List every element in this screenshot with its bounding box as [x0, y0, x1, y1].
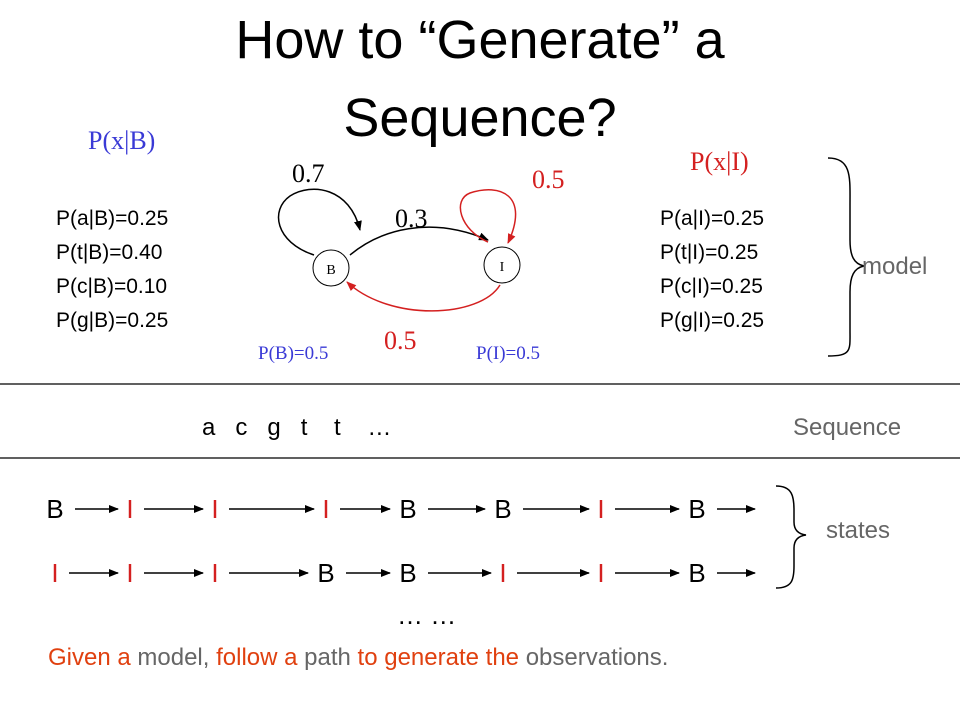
- transition-i-to-i: [459, 189, 517, 244]
- emission-i-g: P(g|I)=0.25: [660, 309, 765, 332]
- state-row2-4: B: [399, 558, 416, 588]
- state-row2-1: I: [126, 558, 133, 588]
- emission-i-a: P(a|I)=0.25: [660, 207, 765, 230]
- page-title-line-2: Sequence?: [343, 88, 617, 148]
- caption-part-2: model,: [137, 644, 210, 671]
- caption: Given a model, follow a path to generate…: [48, 644, 668, 672]
- state-row1-6: I: [597, 494, 604, 524]
- state-row1-3: I: [322, 494, 329, 524]
- emission-i-t: P(t|I)=0.25: [660, 241, 759, 264]
- caption-part-1: Given a: [48, 644, 131, 671]
- state-row2-6: I: [597, 558, 604, 588]
- state-node-b: [312, 249, 350, 287]
- state-row1-5: B: [494, 494, 511, 524]
- state-row1-2: I: [211, 494, 218, 524]
- emission-list-b: P(a|B)=0.25 P(t|B)=0.40 P(c|B)=0.10 P(g|…: [56, 202, 168, 338]
- state-row1-1: I: [126, 494, 133, 524]
- state-node-i: [483, 246, 521, 284]
- caption-part-3: follow a: [216, 644, 298, 671]
- state-row1-0: B: [46, 494, 63, 524]
- transition-label-b-i: 0.3: [395, 204, 428, 233]
- transition-label-i-i: 0.5: [532, 165, 565, 194]
- state-row2-5: I: [499, 558, 506, 588]
- emission-header-b: P(x|B): [88, 126, 156, 155]
- state-row2-2: I: [211, 558, 218, 588]
- initial-prob-i: P(I)=0.5: [476, 343, 540, 364]
- state-node-i-label: I: [500, 260, 505, 275]
- caption-part-5: to generate the: [357, 644, 520, 671]
- transition-b-to-i: [349, 226, 489, 256]
- state-row1-4: B: [399, 494, 416, 524]
- emission-b-t: P(t|B)=0.40: [56, 241, 163, 264]
- model-brace: [827, 157, 865, 357]
- page-title-line-1: How to “Generate” a: [235, 10, 725, 70]
- emission-list-i: P(a|I)=0.25 P(t|I)=0.25 P(c|I)=0.25 P(g|…: [660, 202, 764, 338]
- transition-b-to-b: [277, 188, 362, 256]
- observation-sequence: a c g t t …: [202, 414, 391, 441]
- emission-b-a: P(a|B)=0.25: [56, 207, 169, 230]
- states-brace: [775, 485, 807, 589]
- initial-prob-b: P(B)=0.5: [258, 343, 328, 364]
- caption-part-6: observations.: [525, 644, 669, 671]
- caption-part-4: path: [304, 644, 351, 671]
- state-row2-0: I: [51, 558, 58, 588]
- state-row2-7: B: [688, 558, 705, 588]
- emission-header-i: P(x|I): [690, 147, 749, 176]
- model-label: model: [862, 253, 927, 280]
- transition-i-to-b: [346, 281, 501, 312]
- sequence-label: Sequence: [793, 414, 901, 441]
- emission-b-c: P(c|B)=0.10: [56, 275, 168, 298]
- emission-b-g: P(g|B)=0.25: [56, 309, 169, 332]
- state-paths: B I I I B B I B I I I B B I I B: [46, 494, 756, 588]
- states-label: states: [826, 517, 890, 544]
- state-row2-3: B: [317, 558, 334, 588]
- state-node-b-label: B: [326, 263, 335, 278]
- states-ellipsis: … …: [397, 600, 456, 630]
- transition-label-b-b: 0.7: [292, 159, 325, 188]
- transition-label-i-b: 0.5: [384, 326, 417, 355]
- state-row1-7: B: [688, 494, 705, 524]
- emission-i-c: P(c|I)=0.25: [660, 275, 763, 298]
